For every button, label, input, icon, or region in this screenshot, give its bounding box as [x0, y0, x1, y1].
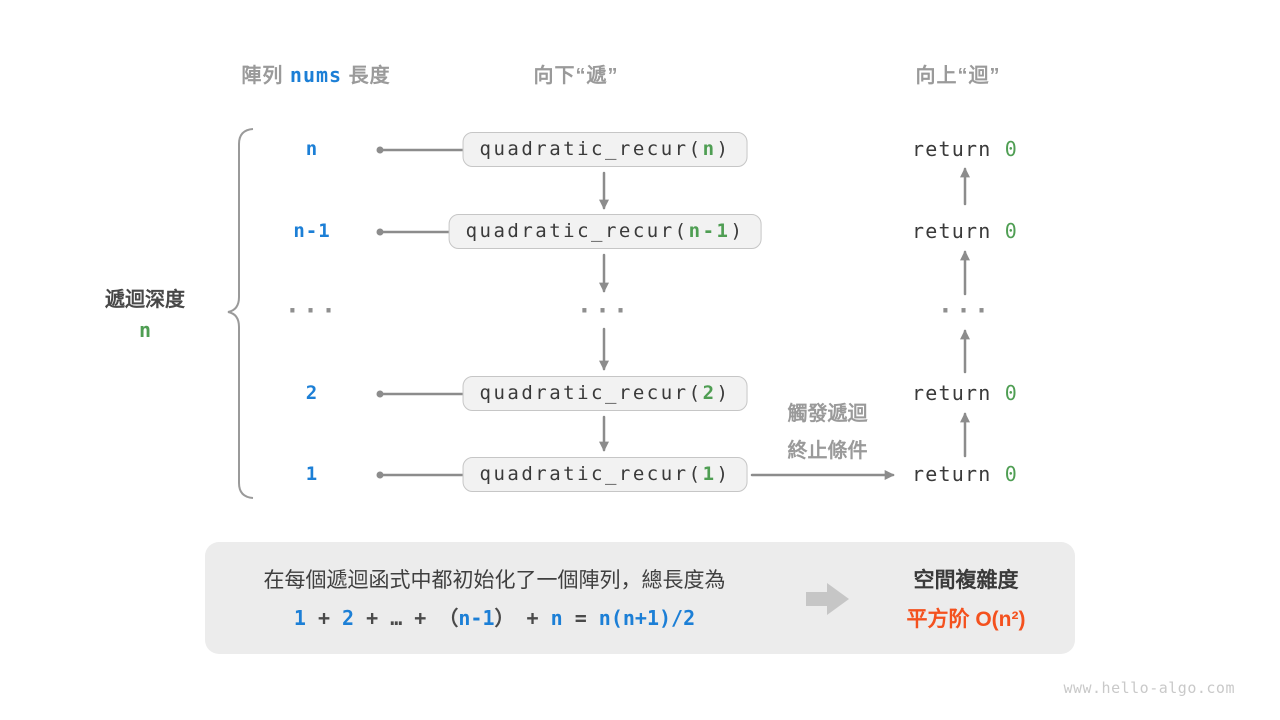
return-value: 0 [1004, 381, 1018, 405]
return-statement: return 0 [912, 381, 1018, 405]
call-text: quadratic_recur( [465, 220, 689, 242]
length-label-2: 2 [305, 382, 319, 404]
connector-dots [376, 146, 384, 479]
depth-value: n [138, 318, 152, 342]
ellipsis-returns: ··· [937, 296, 993, 325]
return-value: 0 [1004, 137, 1018, 161]
watermark: www.hello-algo.com [1063, 679, 1235, 697]
formula-result: n(n+1)/2 [598, 606, 696, 630]
header-descend: 向下“遞” [533, 65, 619, 87]
return-keyword: return [912, 462, 1005, 486]
base-case-note-line2: 終止條件 [787, 440, 868, 462]
conclusion-value: 平方阶 O(n²) [906, 608, 1026, 631]
block-arrow-icon [806, 583, 849, 615]
formula-paren: ） [494, 606, 515, 630]
call-text: ) [716, 382, 731, 404]
call-arg: 2 [702, 382, 717, 404]
connector-dot [376, 471, 384, 479]
call-text: quadratic_recur( [479, 382, 703, 404]
depth-brace [227, 128, 254, 499]
length-label-n-1: n-1 [293, 220, 331, 242]
call-text: ) [716, 463, 731, 485]
header-nums-code: nums [289, 63, 343, 87]
return-statement: return 0 [912, 137, 1018, 161]
summary-sentence: 在每個遞迴函式中都初始化了一個陣列，總長度為 [263, 569, 726, 592]
length-label-1: 1 [305, 463, 319, 485]
return-statement: return 0 [912, 219, 1018, 243]
call-arg: 1 [702, 463, 717, 485]
formula-term: 2 [342, 606, 355, 630]
formula-ellipsis: … [390, 606, 403, 630]
base-case-note-line1: 觸發遞迴 [787, 403, 868, 425]
call-text: ) [730, 220, 745, 242]
return-keyword: return [912, 137, 1005, 161]
header-array-prefix: 陣列 [241, 65, 290, 87]
connector-dot [376, 146, 384, 154]
formula-operator: = [562, 606, 599, 630]
header-array-length: 陣列 nums 長度 [196, 59, 436, 88]
ellipsis-calls: ··· [576, 296, 632, 325]
formula-operator: + [514, 606, 551, 630]
call-box-2: quadratic_recur(2) [462, 376, 748, 411]
return-value: 0 [1004, 219, 1018, 243]
call-box-n: quadratic_recur(n) [462, 132, 748, 167]
call-box-n-1: quadratic_recur(n-1) [448, 214, 762, 249]
depth-label: 遞迴深度 [105, 289, 185, 311]
base-case-note: 觸發遞迴 終止條件 [765, 396, 890, 470]
formula-operator: + [402, 606, 439, 630]
formula-term: n [550, 606, 563, 630]
call-text: quadratic_recur( [479, 463, 703, 485]
ellipsis-labels: ··· [284, 296, 340, 325]
return-value: 0 [1004, 462, 1018, 486]
label-connectors [378, 148, 472, 477]
return-keyword: return [912, 219, 1005, 243]
length-label-n: n [305, 138, 319, 160]
return-keyword: return [912, 381, 1005, 405]
formula-operator: + [305, 606, 343, 630]
conclusion-title: 空間複雜度 [913, 569, 1019, 592]
call-arg: n [702, 138, 717, 160]
header-array-suffix: 長度 [342, 65, 391, 87]
header-ascend: 向上“迴” [915, 65, 1001, 87]
formula-term: n-1 [458, 606, 495, 630]
connector-dot [376, 390, 384, 398]
formula-operator: + [354, 606, 391, 630]
call-text: ) [716, 138, 731, 160]
summary-panel [205, 542, 1075, 654]
call-arg: n-1 [688, 220, 731, 242]
formula-paren: （ [438, 606, 459, 630]
formula-term: 1 [293, 606, 306, 630]
connector-dot [376, 228, 384, 236]
return-statement: return 0 [912, 462, 1018, 486]
sum-formula: 1 + 2 + … + （n-1） + n = n(n+1)/2 [222, 602, 767, 631]
call-text: quadratic_recur( [479, 138, 703, 160]
call-box-1: quadratic_recur(1) [462, 457, 748, 492]
